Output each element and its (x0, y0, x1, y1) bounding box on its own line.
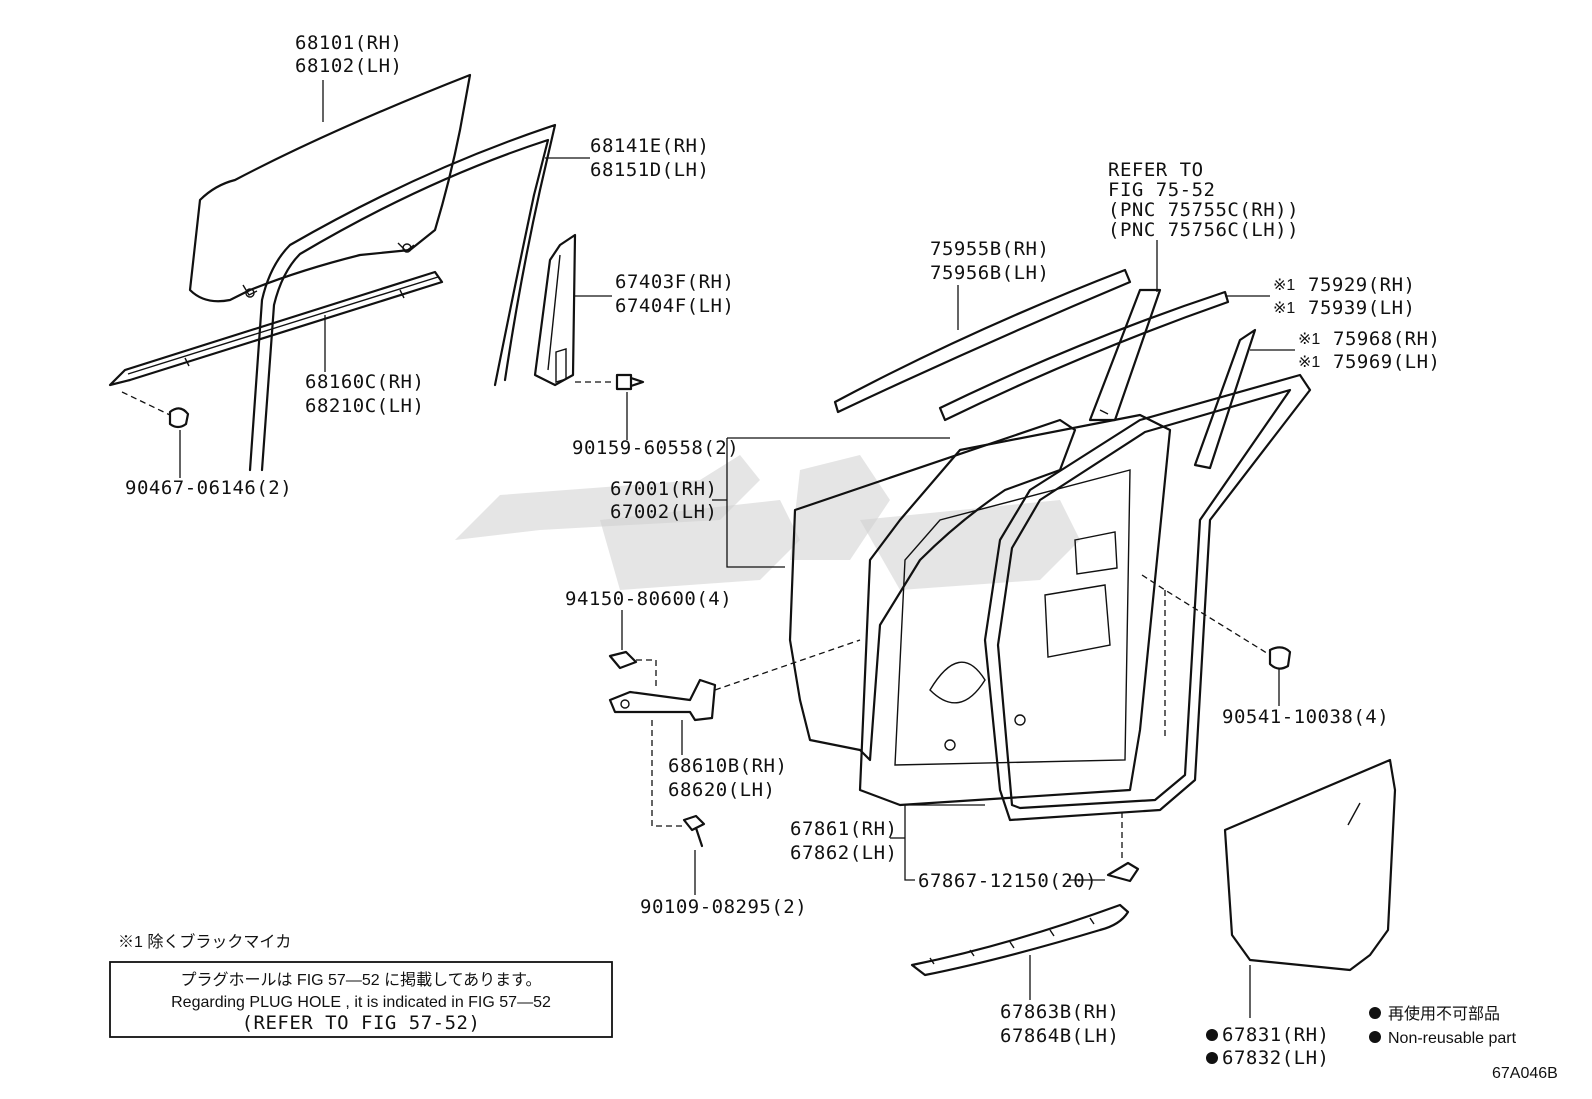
label-67867: 67867-12150(20) (918, 870, 1097, 892)
label-75955b: 75955B(RH) (930, 238, 1049, 260)
frame-moulding (938, 290, 1230, 422)
label-67862: 67862(LH) (790, 842, 897, 864)
label-67831: 67831(RH) (1222, 1024, 1329, 1046)
glass-run (248, 123, 557, 472)
label-67832: 67832(LH) (1222, 1047, 1329, 1069)
mark-1b: ※1 (1273, 300, 1295, 317)
note-box (109, 961, 613, 1038)
label-67403f: 67403F(RH) (615, 271, 734, 293)
door-glass (188, 73, 472, 303)
watermark-logo (455, 455, 1080, 590)
label-68210c: 68210C(LH) (305, 395, 424, 417)
clip-67867 (1106, 812, 1140, 883)
refer-line-4: (PNC 75756C(LH)) (1108, 219, 1299, 241)
door-weatherstrip (983, 373, 1312, 822)
door-panel (788, 413, 1172, 807)
nut-94150 (608, 650, 657, 690)
legend-jp: 再使用不可部品 (1388, 1005, 1500, 1023)
mark-1a: ※1 (1273, 277, 1295, 294)
front-sash (533, 233, 577, 387)
footnote-mark: ※1 除くブラックマイカ (118, 932, 291, 951)
legend-en: Non-reusable part (1388, 1030, 1517, 1047)
clip-90541 (1141, 574, 1292, 740)
note-line-refer: (REFER TO FIG 57-52) (242, 1012, 481, 1034)
label-75968: 75968(RH) (1333, 328, 1440, 350)
label-75939: 75939(LH) (1308, 297, 1415, 319)
label-90159: 90159-60558(2) (572, 437, 739, 459)
screw-90159 (575, 373, 645, 391)
refer-bracket (1088, 288, 1162, 422)
label-75956b: 75956B(LH) (930, 262, 1049, 284)
part-labels: 68101(RH) 68102(LH) 68141E(RH) 68151D(LH… (125, 32, 1440, 1069)
mark-1d: ※1 (1298, 354, 1320, 371)
label-67864b: 67864B(LH) (1000, 1025, 1119, 1047)
door-check (608, 639, 861, 722)
label-90467: 90467-06146(2) (125, 477, 292, 499)
label-94150: 94150-80600(4) (565, 588, 732, 610)
diagram-code: 67A046B (1492, 1065, 1558, 1082)
refer-line-3: (PNC 75755C(RH)) (1108, 199, 1299, 221)
clip-90467 (121, 391, 190, 429)
label-67002: 67002(LH) (610, 501, 717, 523)
note-line-en: Regarding PLUG HOLE , it is indicated in… (171, 994, 551, 1011)
label-67861: 67861(RH) (790, 818, 897, 840)
label-67404f: 67404F(LH) (615, 295, 734, 317)
nonreusable-dot-1 (1206, 1029, 1218, 1041)
label-68101: 68101(RH) (295, 32, 402, 54)
label-67863b: 67863B(RH) (1000, 1001, 1119, 1023)
note-line-jp: プラグホールは FIG 57—52 に掲載してあります。 (180, 971, 541, 989)
bolt-90109 (651, 720, 706, 848)
label-68620: 68620(LH) (668, 779, 775, 801)
label-67001: 67001(RH) (610, 478, 717, 500)
label-68151d: 68151D(LH) (590, 159, 709, 181)
label-68610b: 68610B(RH) (668, 755, 787, 777)
label-68160c: 68160C(RH) (305, 371, 424, 393)
label-75929: 75929(RH) (1308, 274, 1415, 296)
rear-frame-moulding (1193, 328, 1257, 470)
label-90109: 90109-08295(2) (640, 896, 807, 918)
nonreusable-dot-2 (1206, 1052, 1218, 1064)
refer-line-2: FIG 75-52 (1108, 179, 1215, 201)
refer-line-1: REFER TO (1108, 159, 1204, 181)
belt-weatherstrip (108, 270, 444, 387)
label-68141e: 68141E(RH) (590, 135, 709, 157)
label-68102: 68102(LH) (295, 55, 402, 77)
roof-drip-moulding (833, 268, 1132, 414)
label-75969: 75969(LH) (1333, 351, 1440, 373)
lower-weatherstrip (910, 903, 1130, 977)
mark-1c: ※1 (1298, 331, 1320, 348)
legend-dot-jp (1369, 1007, 1381, 1019)
footnote-area: ※1 除くブラックマイカ プラグホールは FIG 57—52 に掲載してあります… (109, 932, 613, 1038)
legend-dot-en (1369, 1031, 1381, 1043)
service-hole-cover (1223, 758, 1397, 972)
legend: 再使用不可部品 Non-reusable part (1369, 1005, 1517, 1047)
label-90541: 90541-10038(4) (1222, 706, 1389, 728)
